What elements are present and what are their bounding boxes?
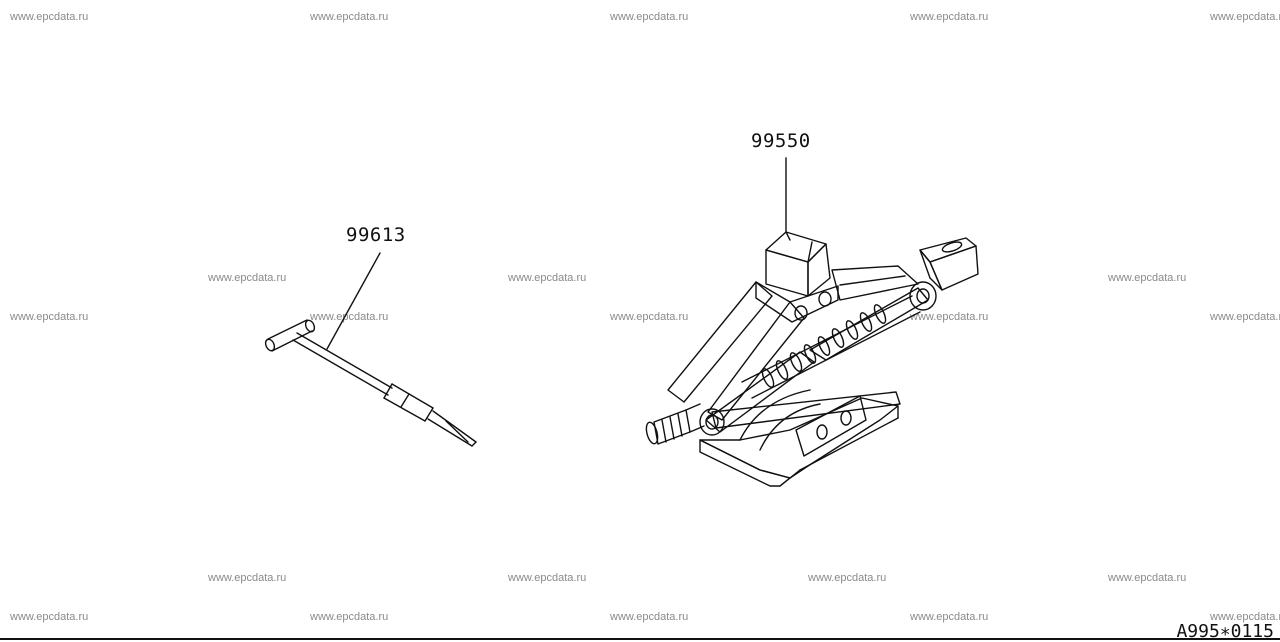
watermark: www.epcdata.ru: [1108, 272, 1187, 284]
watermark: www.epcdata.ru: [610, 611, 689, 623]
diagram-reference-code: A995∗0115: [1176, 621, 1274, 642]
watermark: www.epcdata.ru: [1108, 572, 1187, 584]
watermark: www.epcdata.ru: [910, 311, 989, 323]
watermark: www.epcdata.ru: [10, 611, 89, 623]
watermark: www.epcdata.ru: [208, 572, 287, 584]
watermark: www.epcdata.ru: [1210, 11, 1280, 23]
watermark: www.epcdata.ru: [910, 611, 989, 623]
jack-drawing: [645, 157, 979, 487]
watermark: www.epcdata.ru: [910, 11, 989, 23]
watermark: www.epcdata.ru: [310, 611, 389, 623]
watermark: www.epcdata.ru: [10, 311, 89, 323]
watermark: www.epcdata.ru: [808, 572, 887, 584]
watermark: www.epcdata.ru: [1210, 611, 1280, 623]
watermark: www.epcdata.ru: [508, 272, 587, 284]
watermark: www.epcdata.ru: [310, 11, 389, 23]
watermark: www.epcdata.ru: [208, 272, 287, 284]
watermark: www.epcdata.ru: [610, 11, 689, 23]
watermark: www.epcdata.ru: [610, 311, 689, 323]
part-number-label: 99613: [346, 224, 406, 246]
watermark: www.epcdata.ru: [1210, 311, 1280, 323]
wrench-drawing: [264, 252, 477, 447]
watermark: www.epcdata.ru: [310, 311, 389, 323]
watermark: www.epcdata.ru: [10, 11, 89, 23]
bottom-border: [0, 638, 1280, 640]
part-number-label: 99550: [751, 130, 811, 152]
watermark: www.epcdata.ru: [508, 572, 587, 584]
